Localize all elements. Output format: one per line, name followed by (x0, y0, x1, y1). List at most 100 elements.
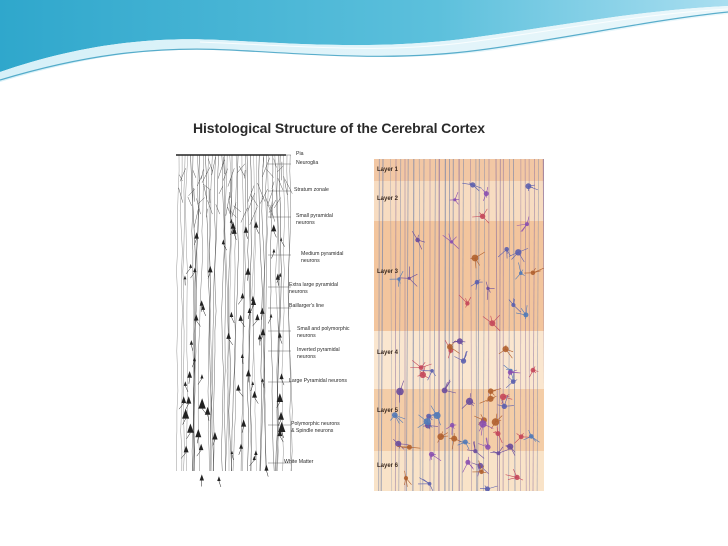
neuron-soma (275, 273, 280, 280)
neuron-soma (231, 227, 237, 234)
painted-fiber (405, 159, 409, 491)
neuron-axon (279, 337, 283, 344)
neuron-axon (218, 480, 222, 488)
painted-fiber (448, 159, 450, 491)
painted-cell (519, 271, 523, 275)
painted-cell (462, 439, 468, 445)
dendrite (229, 201, 231, 221)
neuron-axon (188, 377, 190, 384)
painted-fiber (380, 159, 384, 491)
painted-fiber (412, 159, 415, 491)
dendrite (223, 168, 228, 181)
painted-cell (501, 403, 507, 409)
neuron-soma (245, 267, 251, 275)
neuron-axon (196, 320, 201, 327)
neuron-soma (260, 307, 265, 314)
neuron-soma (279, 373, 284, 380)
painted-cell (465, 459, 471, 465)
neuron-soma (199, 474, 204, 481)
neuron-soma (212, 432, 218, 440)
neuron-axon (202, 309, 207, 317)
painted-cell (418, 365, 424, 370)
neuron-axon (191, 344, 193, 351)
dendrite (215, 204, 220, 215)
label-leader-lines (268, 154, 291, 464)
painted-cell (415, 237, 420, 243)
painted-cell (427, 481, 432, 486)
dendrite (271, 181, 275, 189)
painted-cell (428, 451, 435, 457)
golgi-stain-drawing (175, 154, 293, 488)
cortex-histology-figure: Histological Structure of the Cerebral C… (163, 115, 546, 493)
dendrite (192, 170, 197, 178)
dendrite (225, 195, 230, 216)
neuron-soma (278, 411, 284, 420)
neuron-soma (183, 445, 189, 453)
neuron-axon (182, 418, 186, 425)
neuron-soma (272, 248, 276, 253)
painted-cell (510, 379, 516, 384)
fiber (191, 154, 195, 472)
dendrite (274, 197, 281, 209)
dendrite (240, 207, 248, 223)
painted-cell (407, 276, 411, 280)
dendrite (193, 187, 195, 202)
neuron-axon (231, 453, 234, 461)
painted-fibers (378, 159, 544, 491)
fiber (193, 154, 200, 472)
neuron-soma (278, 421, 286, 432)
neuron-axon (230, 222, 235, 229)
structure-label-white-matter: White Matter (284, 459, 314, 465)
neuron-soma (241, 419, 247, 427)
painted-cell (419, 371, 426, 378)
neuron-axon (250, 384, 254, 392)
neuron-axon (180, 452, 187, 459)
fiber (287, 154, 292, 472)
painted-cell (489, 320, 496, 327)
neuron-soma (277, 332, 282, 338)
neuron-soma (271, 224, 277, 232)
neuron-axon (233, 233, 237, 240)
painted-cell (523, 312, 529, 318)
painted-cell (437, 433, 444, 441)
dendrite (230, 178, 231, 198)
dendrite (202, 183, 211, 191)
layer-label-3: Layer 3 (377, 269, 399, 275)
dendrite (201, 169, 204, 180)
painted-cell (479, 420, 487, 428)
painted-cell (456, 338, 463, 345)
painted-cell (451, 435, 458, 442)
neuron-soma (254, 450, 258, 455)
neuron-soma (186, 396, 192, 404)
structure-label-small-polymorphic: Small and polymorphic neurons (297, 326, 350, 339)
neuron-soma (251, 297, 257, 305)
fiber (223, 154, 226, 472)
neuron-axon (240, 320, 246, 328)
neuron-soma (236, 384, 241, 391)
dendrite (207, 200, 213, 215)
neuron-axon (186, 432, 191, 439)
painted-fiber (512, 159, 516, 491)
layer-label-6: Layer 6 (377, 463, 399, 469)
cortical-layers-illustration: Layer 1 Layer 2 Layer 3 Layer 4 Layer 5 … (374, 159, 544, 491)
fiber (241, 154, 245, 472)
neuron-axon (228, 338, 234, 346)
painted-cell (514, 474, 520, 480)
painted-cell (470, 182, 476, 188)
fiber (209, 154, 216, 472)
painted-fiber (398, 159, 402, 491)
dendrite (187, 196, 192, 206)
painted-fiber (508, 159, 510, 491)
neuron-soma (199, 300, 204, 306)
neuron-axon (267, 317, 272, 324)
neuron-soma (255, 313, 260, 321)
neuron-soma (276, 393, 284, 402)
structure-label-extra-large-pyramidal: Extra large pyramidal neurons (289, 282, 339, 295)
painted-fiber (532, 159, 535, 491)
neuron-soma (217, 476, 221, 481)
painted-cell (515, 249, 522, 256)
structure-label-large-pyramidal: Large Pyramidal neurons (289, 378, 347, 384)
neuron-soma (198, 443, 204, 451)
painted-cell (391, 412, 398, 418)
neuron-soma (239, 443, 243, 449)
